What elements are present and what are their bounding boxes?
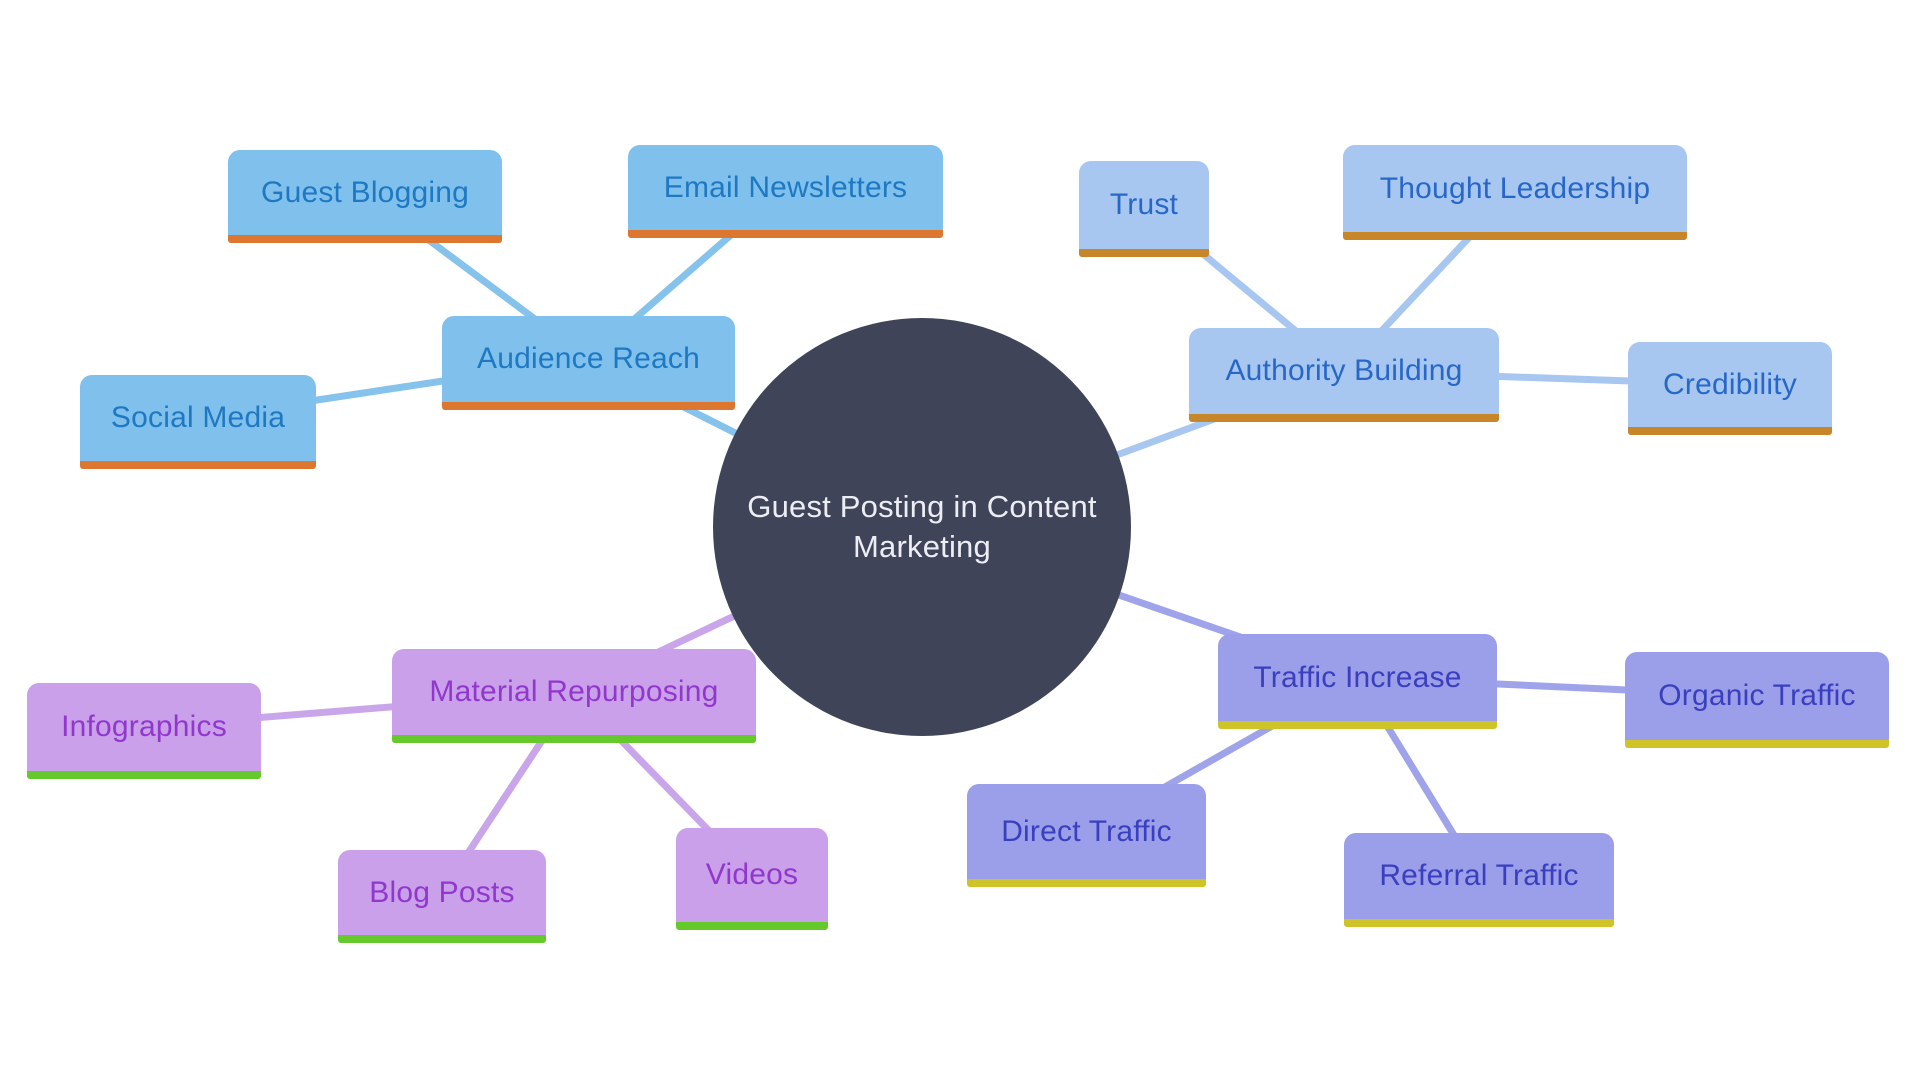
- leaf-node-guest-blogging: Guest Blogging: [228, 150, 502, 243]
- leaf-node-label: Social Media: [110, 401, 286, 434]
- leaf-node-blog-posts: Blog Posts: [338, 850, 546, 943]
- central-node-label: Guest Posting in Content Marketing: [747, 489, 1097, 564]
- branch-node-label: Traffic Increase: [1253, 660, 1462, 694]
- leaf-node-label: Blog Posts: [369, 875, 515, 909]
- branch-node-traffic-increase: Traffic Increase: [1218, 634, 1497, 729]
- leaf-node-infographics: Infographics: [27, 683, 261, 779]
- leaf-node-trust: Trust: [1079, 161, 1209, 257]
- central-node: Guest Posting in Content Marketing: [713, 318, 1131, 736]
- leaf-node-label: Infographics: [61, 710, 227, 743]
- leaf-node-label: Trust: [1109, 188, 1179, 221]
- leaf-node-referral-traffic: Referral Traffic: [1344, 833, 1614, 927]
- leaf-node-label: Videos: [705, 858, 799, 891]
- leaf-node-videos: Videos: [676, 828, 828, 930]
- branch-node-label: Authority Building: [1225, 354, 1463, 387]
- branch-node-audience-reach: Audience Reach: [442, 316, 735, 410]
- leaf-node-thought-leadership: Thought Leadership: [1343, 145, 1687, 240]
- leaf-node-label: Credibility: [1663, 367, 1797, 401]
- branch-node-material-repurposing: Material Repurposing: [392, 649, 756, 743]
- leaf-node-label: Direct Traffic: [1001, 814, 1172, 848]
- leaf-node-label: Referral Traffic: [1379, 859, 1579, 892]
- branch-node-label: Audience Reach: [477, 342, 700, 375]
- leaf-node-credibility: Credibility: [1628, 342, 1832, 435]
- leaf-node-label: Email Newsletters: [663, 170, 908, 204]
- branch-node-label: Material Repurposing: [429, 675, 719, 708]
- branch-node-authority-building: Authority Building: [1189, 328, 1499, 422]
- leaf-node-email-newsletters: Email Newsletters: [628, 145, 943, 238]
- leaf-node-label: Organic Traffic: [1658, 679, 1856, 712]
- leaf-node-label: Guest Blogging: [261, 175, 469, 209]
- leaf-node-organic-traffic: Organic Traffic: [1625, 652, 1889, 748]
- leaf-node-direct-traffic: Direct Traffic: [967, 784, 1206, 887]
- leaf-node-label: Thought Leadership: [1379, 171, 1651, 205]
- leaf-node-social-media: Social Media: [80, 375, 316, 469]
